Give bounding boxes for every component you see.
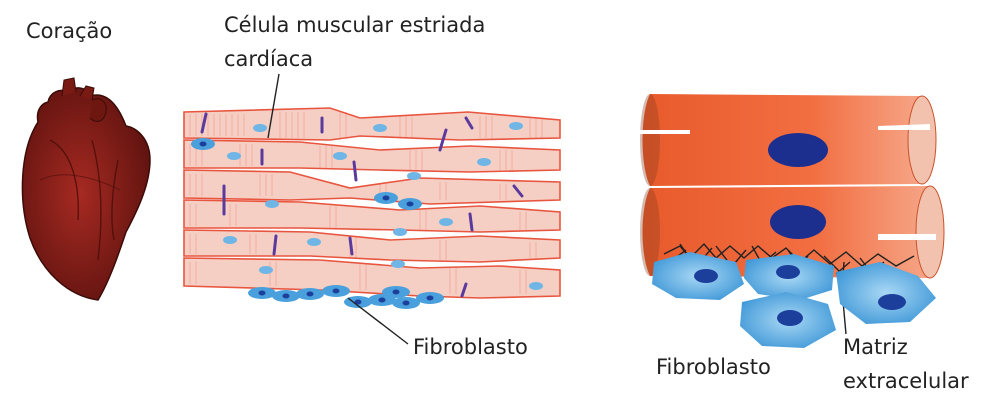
cardiomyocyte-zoom [640,94,944,348]
heart-label: Coração [26,18,112,44]
matrix-label-line1: Matriz [843,330,969,364]
cardiac-cell-label-line2: cardíaca [224,42,485,76]
fibroblast-label-right: Fibroblasto [656,354,771,380]
heart-illustration [22,78,150,300]
fibroblast-label-left: Fibroblasto [413,334,528,360]
cardiac-cell-label: Célula muscular estriada cardíaca [224,8,485,76]
cardiac-cell-label-line1: Célula muscular estriada [224,8,485,42]
matrix-label-line2: extracelular [843,364,969,398]
cardiac-tissue [184,74,560,344]
extracellular-matrix-label: Matriz extracelular [843,330,969,398]
